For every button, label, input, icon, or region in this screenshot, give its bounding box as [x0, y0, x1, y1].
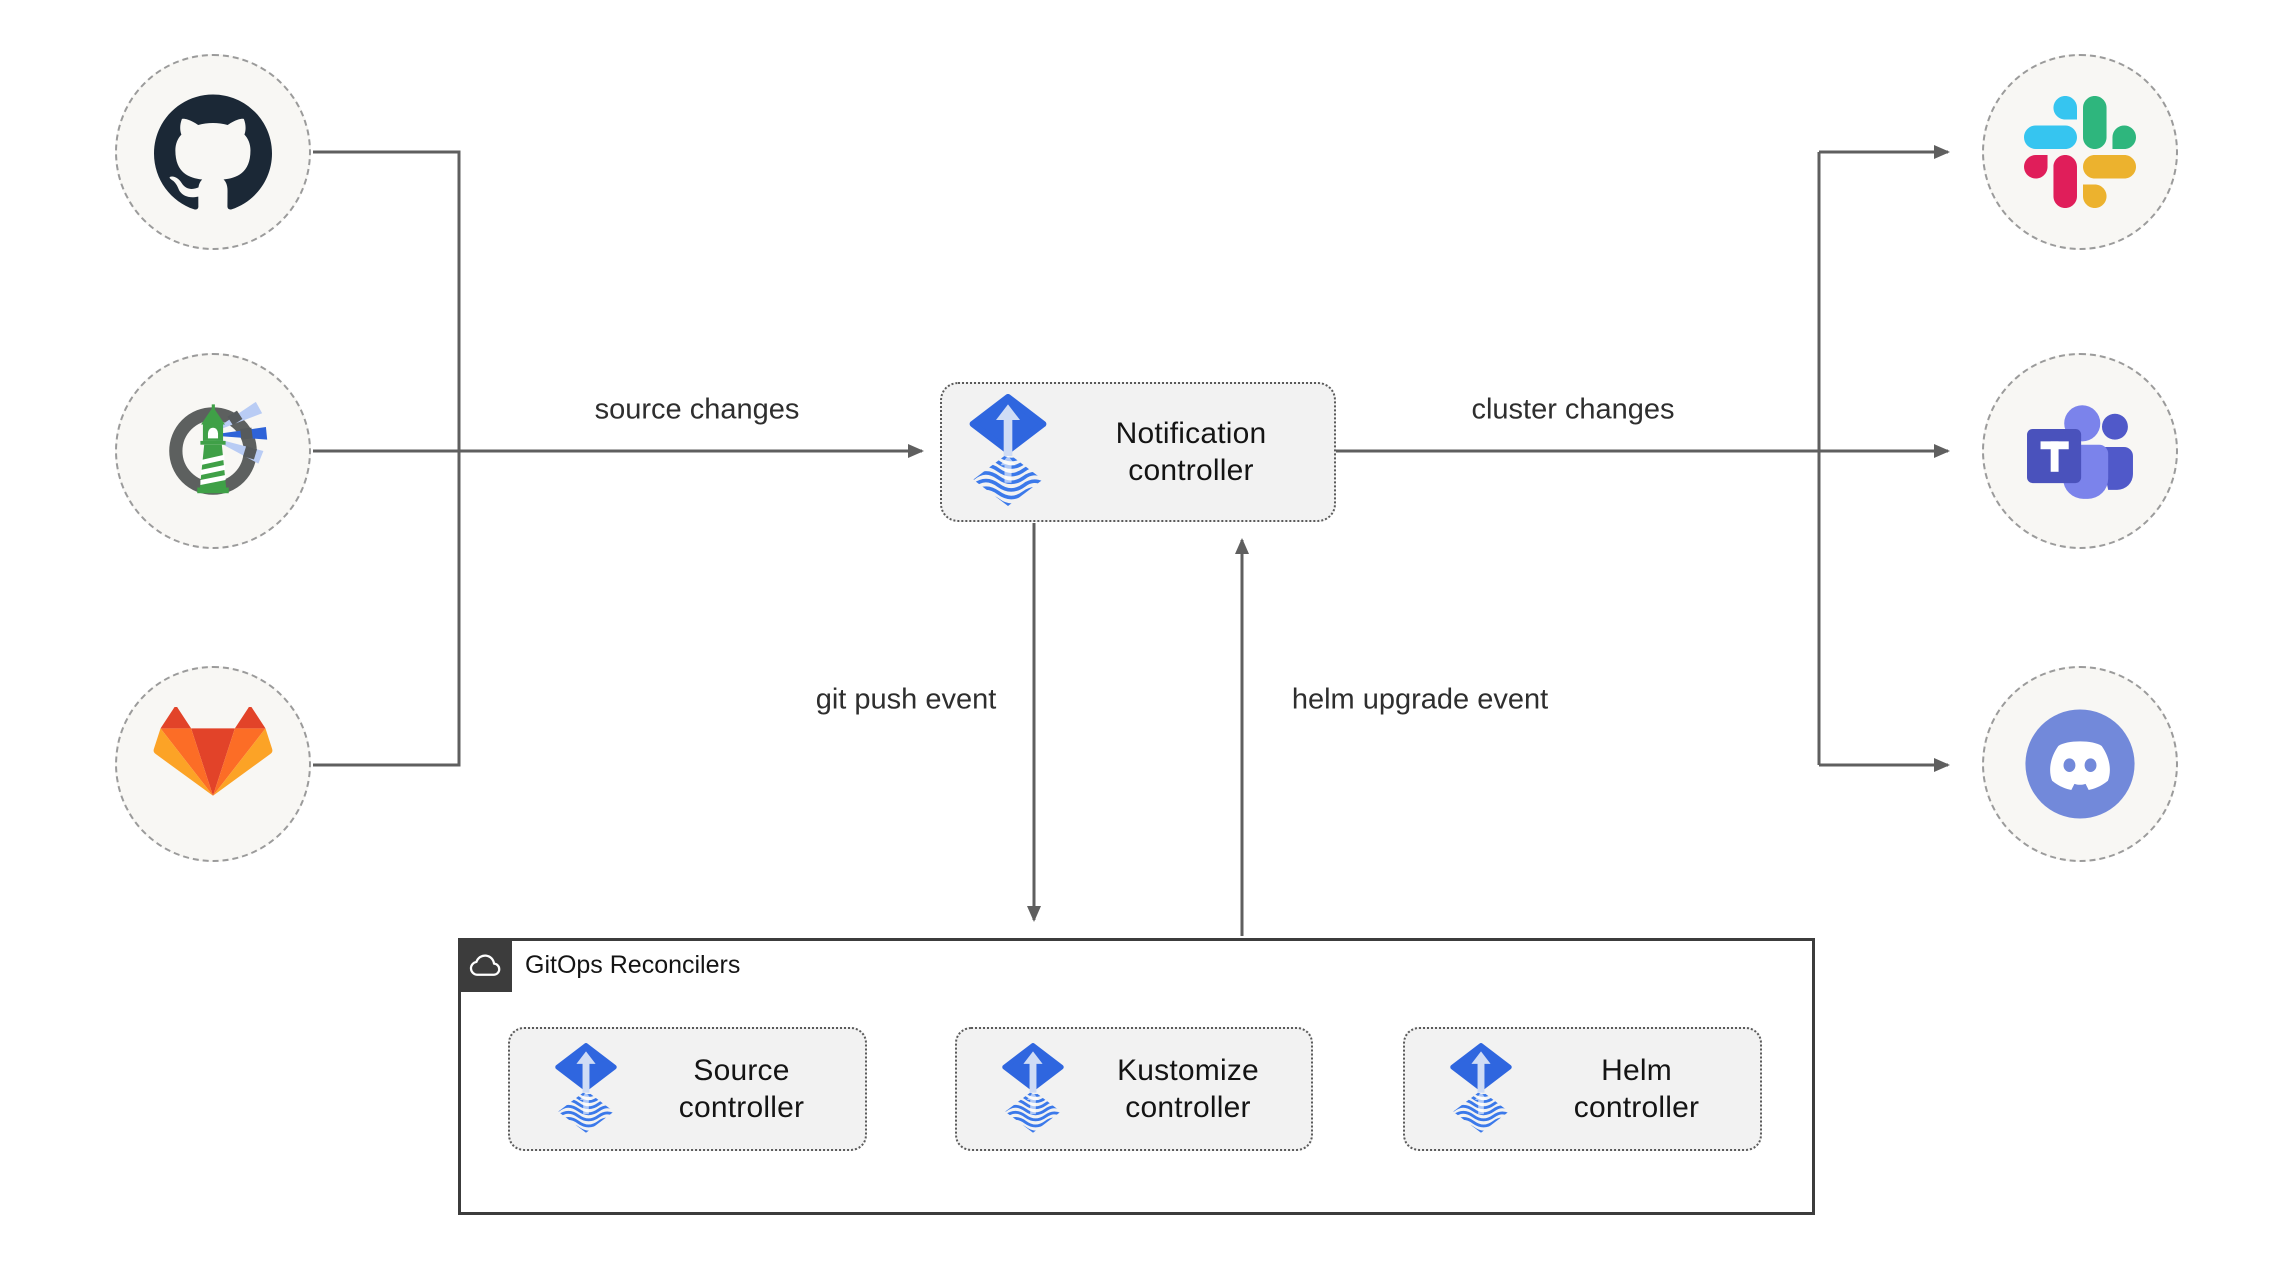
edge-inputs-spine — [313, 150, 461, 767]
node-discord — [1982, 666, 2178, 862]
node-gitlab — [115, 666, 311, 862]
node-github — [115, 54, 311, 250]
flux-icon — [1449, 1042, 1513, 1136]
node-notification-controller: Notification controller — [940, 382, 1336, 522]
slack-icon — [2024, 96, 2136, 208]
node-label: Kustomize controller — [1117, 1054, 1259, 1124]
node-source-controller: Source controller — [508, 1027, 867, 1151]
edge-label-source-changes: source changes — [594, 393, 800, 426]
flux-icon — [968, 394, 1048, 510]
gitlab-icon — [153, 707, 273, 796]
node-teams — [1982, 353, 2178, 549]
node-helm-controller: Helm controller — [1403, 1027, 1762, 1151]
node-harbor — [115, 353, 311, 549]
node-label: Source controller — [678, 1054, 805, 1124]
github-icon — [154, 94, 272, 210]
group-title: GitOps Reconcilers — [525, 950, 741, 979]
edge-label-git-push-event: git push event — [815, 683, 997, 716]
node-slack — [1982, 54, 2178, 250]
edge-label-cluster-changes: cluster changes — [1471, 393, 1675, 426]
gitops-reconcilers-group: GitOps Reconcilers Source controller Kus… — [458, 938, 1815, 1215]
node-kustomize-controller: Kustomize controller — [955, 1027, 1313, 1151]
group-badge — [458, 938, 512, 992]
cloud-icon — [469, 954, 501, 976]
flux-icon — [1001, 1042, 1065, 1136]
edge-label-helm-upgrade-event: helm upgrade event — [1291, 683, 1549, 716]
node-label: Helm controller — [1573, 1054, 1700, 1124]
discord-icon — [2025, 709, 2135, 819]
node-label: Notification controller — [1115, 417, 1267, 487]
teams-icon — [2027, 404, 2133, 499]
harbor-icon — [169, 401, 268, 495]
flux-icon — [554, 1042, 618, 1136]
